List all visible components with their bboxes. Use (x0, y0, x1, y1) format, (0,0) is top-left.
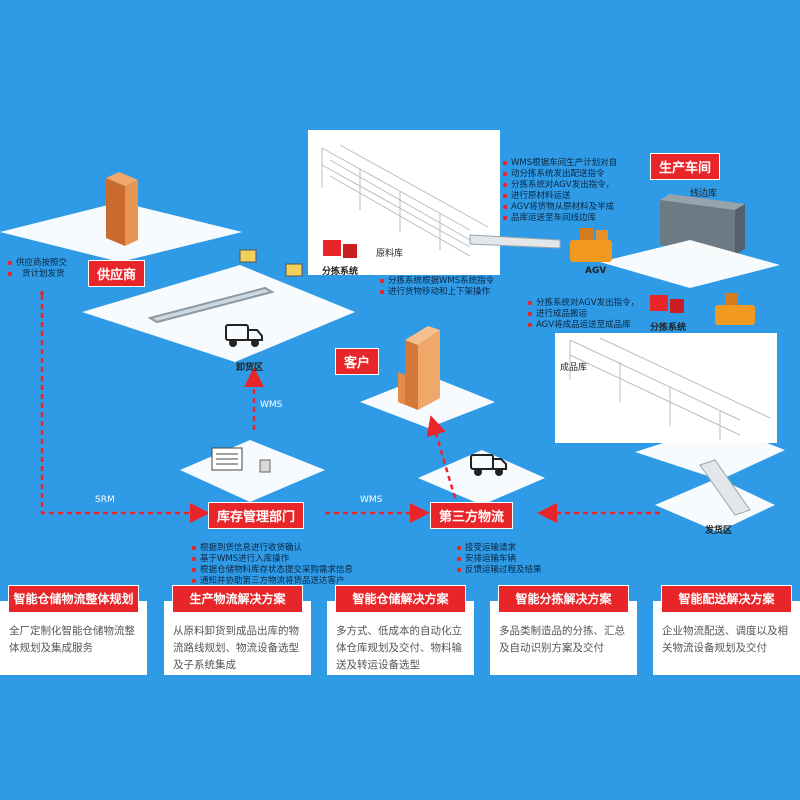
solution-desc: 企业物流配送、调度以及相关物流设备规划及交付 (653, 601, 800, 675)
sorting-box-icon-2 (650, 295, 684, 313)
customer-building (398, 326, 440, 410)
solution-card-delivery: 智能配送解决方案 企业物流配送、调度以及相关物流设备规划及交付 (653, 585, 800, 675)
unloading-conveyor (147, 286, 275, 324)
office-icon (211, 447, 271, 473)
unloading-label: 卸货区 (236, 363, 264, 373)
sorting-notes: 分拣系统根据WMS系统指令 进行货物移动和上下架操作 (380, 276, 494, 298)
agv-label: AGV (585, 266, 607, 276)
finished-store-label: 成品库 (560, 363, 588, 373)
agv-icon-finished (715, 293, 755, 325)
solution-desc: 从原料卸货到成品出库的物流路线规划、物流设备选型及子系统集成 (164, 601, 311, 675)
finished-warehouse-photo (555, 333, 777, 443)
workshop-platform (600, 240, 780, 288)
solution-desc: 多方式、低成本的自动化立体仓库规划及交付、物料输送及转运设备选型 (327, 601, 474, 675)
unloading-platform (82, 265, 355, 362)
shipping-label: 发货区 (705, 526, 733, 536)
flow-logistics-customer (426, 415, 457, 499)
sorting-label-1: 分拣系统 (322, 267, 359, 277)
workshop-label: 生产车间 (650, 153, 721, 180)
logistics-notes: 接受运输请求 安排运输车辆 反馈运输过程及结果 (457, 543, 542, 576)
third-party-label: 第三方物流 (430, 502, 514, 529)
solution-title: 智能分拣解决方案 (498, 585, 629, 613)
inventory-dept-label: 库存管理部门 (208, 502, 305, 529)
srm-label: SRM (95, 495, 115, 505)
sorting-label-2: 分拣系统 (650, 323, 687, 333)
solution-card-production: 生产物流解决方案 从原料卸货到成品出库的物流路线规划、物流设备选型及子系统集成 (164, 585, 311, 675)
wms-label-vertical: WMS (260, 400, 283, 410)
solution-desc: 全厂定制化智能仓储物流整体规划及集成服务 (0, 601, 147, 675)
inventory-notes: 根据到货信息进行收货确认 基于WMS进行入库操作 根据仓储物料库存状态提交采购需… (192, 543, 353, 587)
finished-notes: 分拣系统对AGV发出指令， 进行成品搬运 AGV将成品运送至成品库 (528, 298, 639, 331)
supplier-building (106, 172, 138, 246)
line-store-label: 线边库 (690, 189, 718, 199)
line-store-racks (660, 194, 745, 255)
truck-icon-logistics (470, 454, 507, 476)
shipping-platform (655, 478, 775, 532)
agv-icon (570, 228, 612, 262)
truck-icon-unloading (225, 324, 263, 347)
raw-store-label: 原料库 (376, 249, 404, 259)
inventory-platform (180, 440, 325, 502)
shipping-conveyor (699, 459, 751, 516)
solution-card-storage: 智能仓储解决方案 多方式、低成本的自动化立体仓库规划及交付、物料输送及转运设备选… (327, 585, 474, 675)
wms-label-horizontal: WMS (360, 495, 383, 505)
supplier-note: 供应商按照交 货计划发货 (8, 258, 67, 280)
solution-title: 生产物流解决方案 (172, 585, 303, 613)
supplier-label: 供应商 (88, 260, 146, 287)
solution-desc: 多品类制造品的分拣、汇总及自动识别方案及交付 (490, 601, 637, 675)
solution-title: 智能配送解决方案 (661, 585, 792, 613)
solution-card-overall: 智能仓储物流整体规划 全厂定制化智能仓储物流整体规划及集成服务 (0, 585, 147, 675)
solution-title: 智能仓储物流整体规划 (8, 585, 139, 613)
agv-conveyor (469, 234, 561, 249)
sorting-box-icon (323, 240, 357, 258)
flow-supplier-inventory (40, 295, 210, 523)
customer-label: 客户 (335, 348, 380, 375)
workshop-notes: WMS根据车间生产计划对自 动分拣系统发出配送指令 分拣系统对AGV发出指令， … (503, 158, 617, 224)
logistics-platform (418, 450, 545, 505)
solution-title: 智能仓储解决方案 (335, 585, 466, 613)
solution-card-sorting: 智能分拣解决方案 多品类制造品的分拣、汇总及自动识别方案及交付 (490, 585, 637, 675)
forklift-icon (239, 249, 303, 277)
